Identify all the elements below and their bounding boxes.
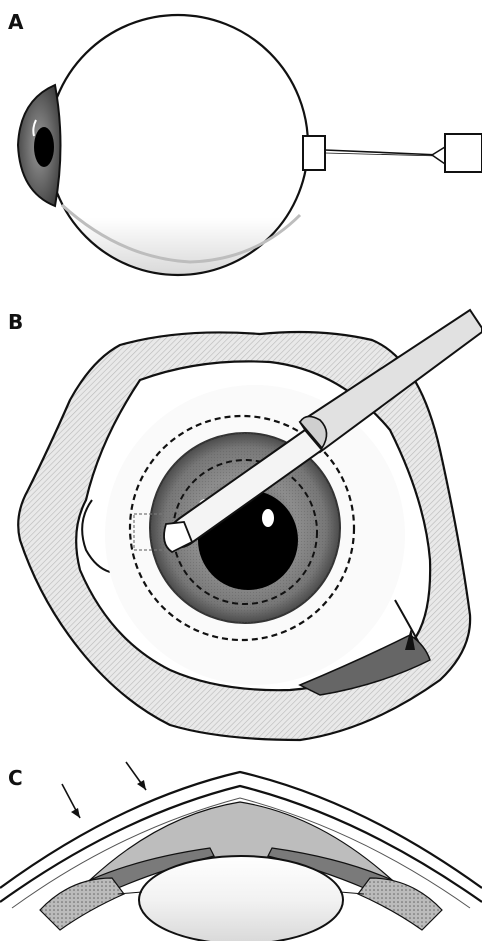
panel-label-b: B [8, 312, 23, 332]
ciliary-body-left [40, 878, 124, 930]
arrow-icon [126, 762, 146, 790]
eye-anterior-diagram [0, 300, 482, 745]
ciliary-body-right [358, 878, 442, 930]
pupil-side [34, 127, 54, 167]
eye-globe [48, 15, 308, 275]
panel-a: A [0, 0, 482, 290]
panel-label-c: C [8, 768, 23, 788]
arrow-icon [62, 784, 80, 818]
lens [139, 856, 343, 941]
panel-b: B [0, 300, 482, 745]
optic-nerve [303, 136, 325, 170]
eye-cross-section [0, 760, 482, 941]
syringe-icon [432, 134, 482, 172]
panel-c: C [0, 760, 482, 941]
panel-label-a: A [8, 12, 23, 32]
eye-lateral-diagram [0, 0, 482, 290]
